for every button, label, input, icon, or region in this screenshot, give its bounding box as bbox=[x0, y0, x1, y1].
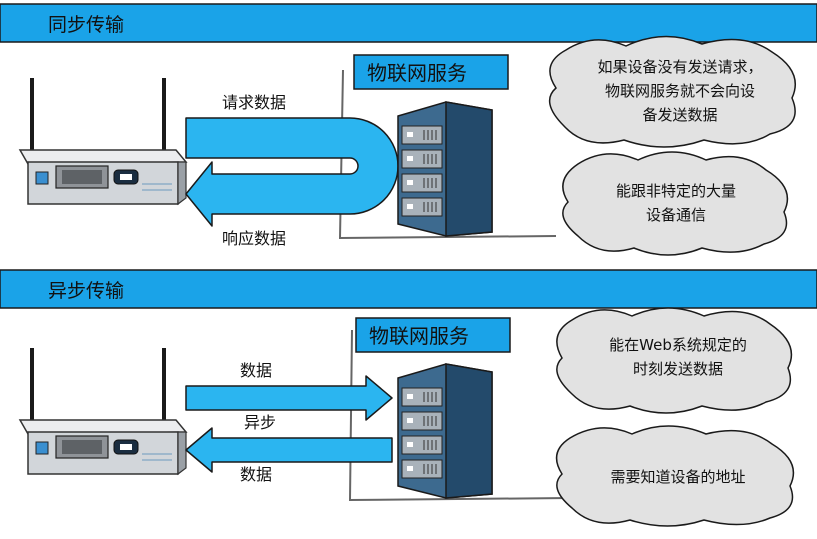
sync-service-label-box bbox=[353, 54, 509, 90]
sync-cloud-bottom-line-1: 能跟非特定的大量 bbox=[616, 182, 736, 200]
async-cloud-bottom-line-1: 需要知道设备的地址 bbox=[610, 468, 745, 486]
async-label: 异步 bbox=[244, 413, 276, 432]
sync-title: 同步传输 bbox=[48, 14, 124, 36]
sync-router-icon bbox=[18, 76, 188, 206]
async-cloud-top-line-2: 时刻发送数据 bbox=[633, 360, 723, 378]
async-service-label-box bbox=[355, 317, 511, 353]
async-banner bbox=[0, 269, 817, 309]
async-service-label: 物联网服务 bbox=[369, 324, 469, 348]
async-title: 异步传输 bbox=[48, 280, 124, 302]
async-arrow-to-server bbox=[185, 375, 393, 421]
async-cloud-top bbox=[556, 307, 793, 414]
sync-cloud-top bbox=[548, 35, 796, 148]
sync-banner bbox=[0, 3, 817, 43]
async-cloud-bottom bbox=[555, 425, 795, 527]
sync-response-label: 响应数据 bbox=[222, 229, 286, 248]
async-data-label-top: 数据 bbox=[240, 361, 272, 380]
sync-cloud-bottom-line-2: 设备通信 bbox=[646, 206, 706, 224]
sync-cloud-top-line-3: 备发送数据 bbox=[642, 106, 717, 124]
async-arrow-to-device bbox=[185, 427, 393, 473]
sync-u-arrow bbox=[185, 117, 399, 227]
sync-cloud-top-line-2: 物联网服务就不会向设 bbox=[605, 82, 755, 100]
sync-server-icon bbox=[397, 101, 493, 237]
async-router-icon bbox=[18, 346, 188, 476]
async-cloud-top-line-1: 能在Web系统规定的 bbox=[609, 336, 747, 354]
async-server-icon bbox=[397, 363, 493, 499]
sync-request-label: 请求数据 bbox=[222, 93, 286, 112]
async-data-label-bottom: 数据 bbox=[240, 465, 272, 484]
sync-cloud-bottom bbox=[562, 151, 789, 256]
sync-service-label: 物联网服务 bbox=[367, 61, 467, 85]
sync-cloud-top-line-1: 如果设备没有发送请求， bbox=[597, 58, 762, 76]
